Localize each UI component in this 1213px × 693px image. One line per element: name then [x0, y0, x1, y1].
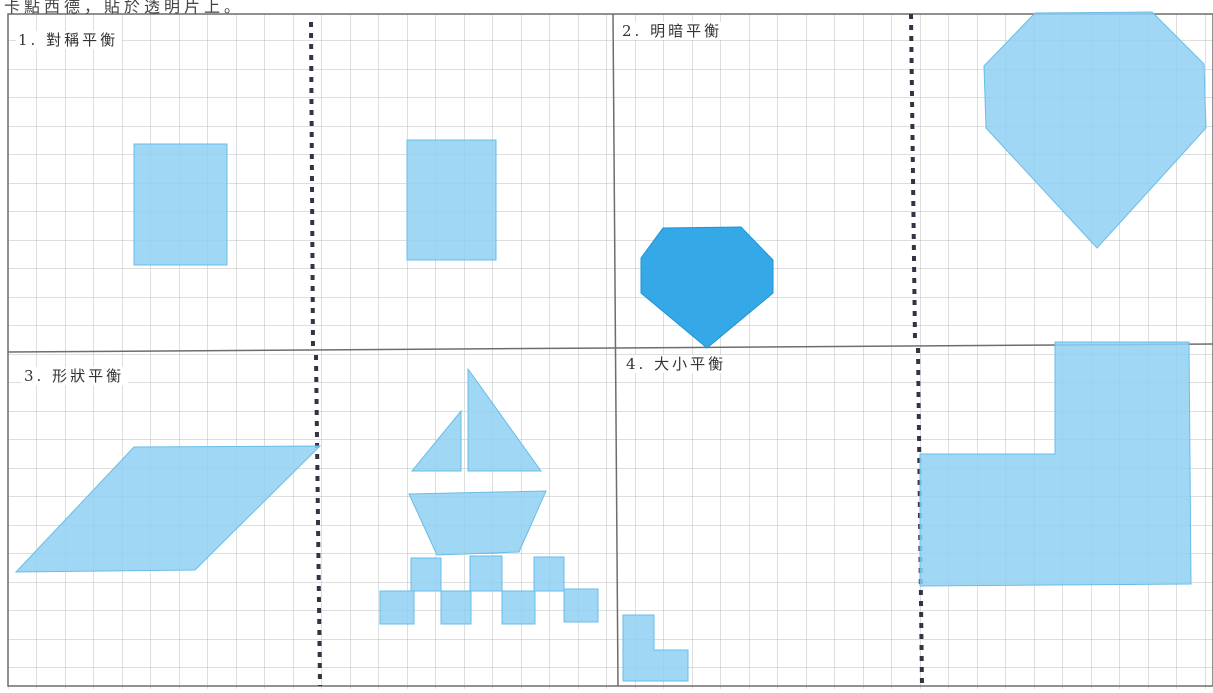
panel-4-label: 4. 大小平衡 — [624, 355, 730, 373]
panel-3-label: 3. 形狀平衡 — [22, 367, 128, 385]
rectangle-right — [407, 140, 496, 260]
rectangle-left — [134, 144, 227, 265]
panel-3-title: 形狀平衡 — [52, 367, 124, 385]
panel-2-number: 2. — [622, 22, 642, 40]
panel-4-title: 大小平衡 — [654, 355, 726, 373]
panel-2-title: 明暗平衡 — [650, 22, 722, 40]
panel-1-label: 1. 對稱平衡 — [16, 31, 122, 49]
panel-1-title: 對稱平衡 — [46, 31, 118, 49]
panel-1-number: 1. — [18, 31, 38, 49]
instruction-text: 卡點西德，貼於透明片上。 — [4, 0, 244, 17]
panel-2-label: 2. 明暗平衡 — [620, 22, 726, 40]
panel-3-number: 3. — [24, 367, 44, 385]
panel-4-number: 4. — [626, 355, 646, 373]
